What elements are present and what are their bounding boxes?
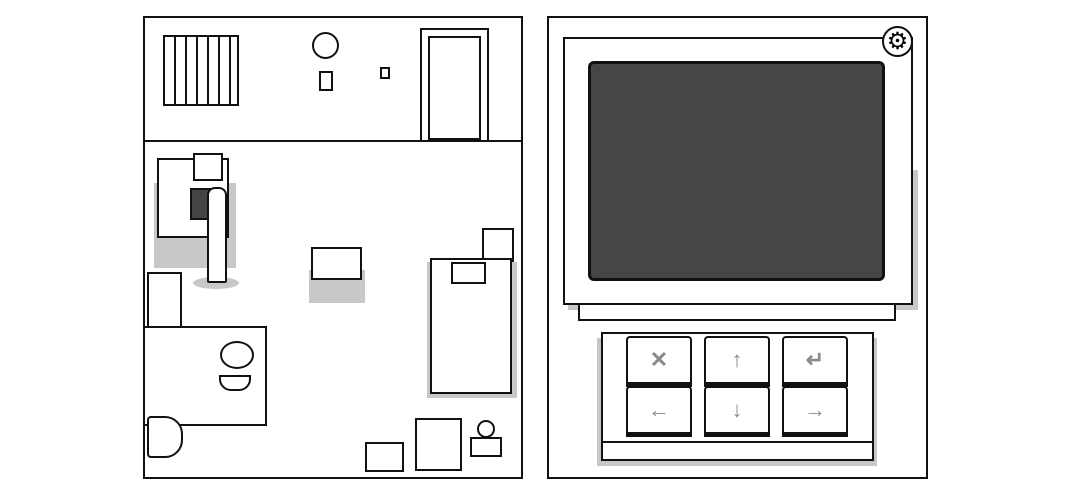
plant-table[interactable] [470,437,502,457]
right-key[interactable]: → [782,386,848,434]
person-shadow [193,277,239,289]
up-key[interactable]: ↑ [704,336,770,384]
wall-line [143,140,523,142]
arrow-down-icon: ↓ [731,397,743,422]
gear-icon: ⚙ [886,27,909,55]
sink[interactable] [219,375,251,391]
toilet[interactable] [147,416,183,458]
monitor-base [578,303,896,321]
light-switch[interactable] [380,67,390,79]
plant[interactable] [477,420,495,438]
arrow-up-icon: ↑ [731,347,743,372]
clock[interactable] [312,32,339,59]
dresser[interactable] [415,418,462,471]
cancel-key[interactable]: ✕ [626,336,692,384]
mirror[interactable] [220,341,254,369]
desk-box[interactable] [193,153,223,181]
door[interactable] [420,28,489,142]
enter-icon: ↵ [805,347,825,372]
cabinet[interactable] [147,272,182,328]
arrow-left-icon: ← [648,397,670,422]
x-icon: ✕ [649,347,669,372]
storage-box[interactable] [365,442,404,472]
arrow-right-icon: → [804,397,826,422]
note-paper[interactable] [319,71,333,91]
left-key[interactable]: ← [626,386,692,434]
window[interactable] [163,35,239,106]
keypad-strip [601,441,874,443]
pillow[interactable] [451,262,486,284]
settings-button[interactable]: ⚙ [882,26,913,57]
down-key[interactable]: ↓ [704,386,770,434]
enter-key[interactable]: ↵ [782,336,848,384]
small-table[interactable] [311,247,362,280]
monitor-screen[interactable] [588,61,885,281]
player-character[interactable] [207,187,227,283]
